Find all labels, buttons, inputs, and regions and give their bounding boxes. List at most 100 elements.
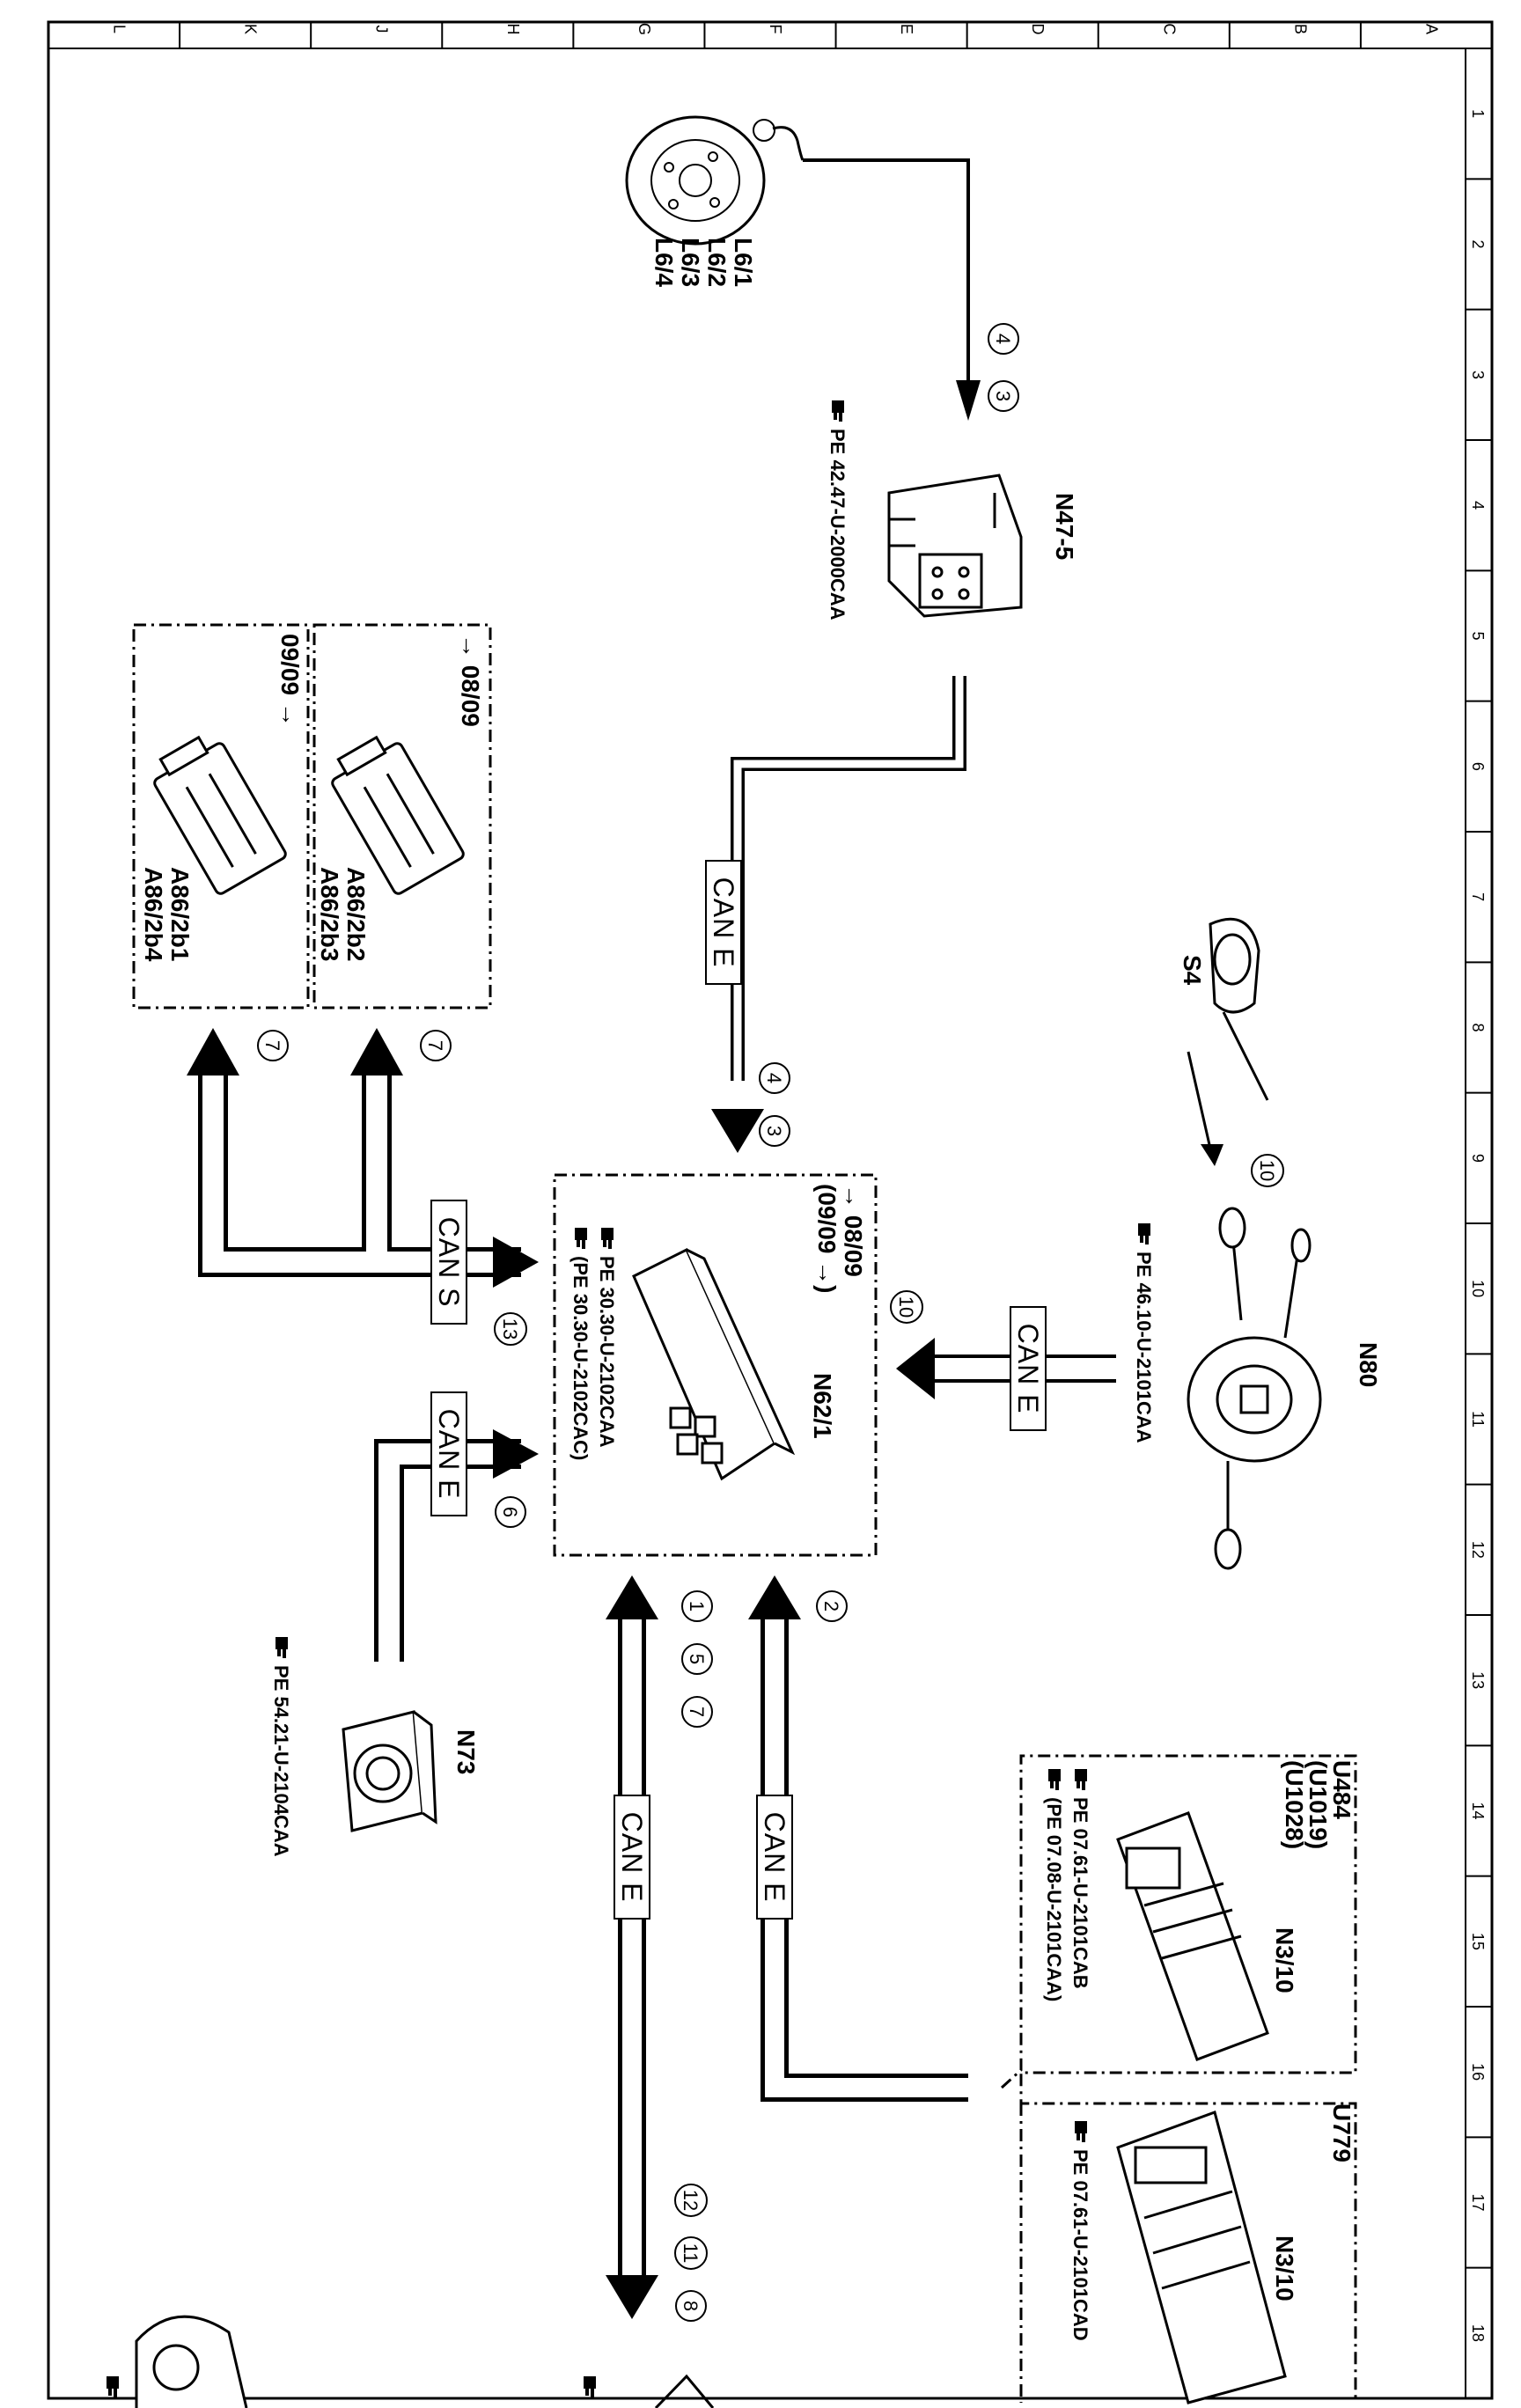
grid-column-label: H <box>504 24 522 35</box>
n47-5-label: N47-5 <box>1051 493 1078 560</box>
n3-10-b-name: N3/10 <box>1271 2235 1298 2302</box>
can-s-label: CAN S <box>430 1200 467 1325</box>
arrowheads <box>187 380 1223 2319</box>
svg-text:8: 8 <box>680 2301 702 2311</box>
hand-pointer-icon <box>575 1228 587 1249</box>
grid-column-label: K <box>242 24 260 34</box>
svg-text:L6/1: L6/1 <box>730 238 757 287</box>
svg-text:PE 30.30-U-2102CAA: PE 30.30-U-2102CAA <box>596 1256 618 1448</box>
a86-top-box <box>312 623 492 1009</box>
s4-switch-icon <box>1209 917 1269 1101</box>
svg-text:7: 7 <box>261 1040 283 1051</box>
grid-row-label: 6 <box>1469 762 1487 771</box>
svg-text:L6/4: L6/4 <box>650 238 678 287</box>
arrow-down-main <box>606 2275 658 2319</box>
arrow-up-main <box>606 1575 658 1619</box>
n62-1-module-icon <box>632 1247 796 1481</box>
n73-label: N73 <box>452 1729 480 1774</box>
svg-text:7: 7 <box>686 1707 708 1717</box>
arrow-s4 <box>1201 1144 1223 1166</box>
grid-column-label: B <box>1291 24 1309 34</box>
grid-row-label: 5 <box>1469 631 1487 640</box>
a86-bottom-box <box>132 623 310 1009</box>
grid-column-label: A <box>1422 24 1440 34</box>
svg-text:PE 07.61-U-2101CAB: PE 07.61-U-2101CAB <box>1069 1797 1091 1989</box>
grid-row-label: 4 <box>1469 501 1487 510</box>
n80-steering-column-module-icon <box>1187 1207 1322 1570</box>
svg-text:13: 13 <box>499 1318 521 1340</box>
can-e-label-main: CAN E <box>614 1795 650 1920</box>
arrow-to-n62-from-n73 <box>493 1429 539 1479</box>
n47-5-pe-ref: PE 42.47-U-2000CAA <box>827 400 849 620</box>
group-boxes <box>132 623 1357 2403</box>
n62-1-pe-ref-2: (PE 30.30-U-2102CAC) <box>569 1228 592 1460</box>
n3-10-a-code-2: (U1019) <box>1304 1760 1332 1849</box>
svg-text:4: 4 <box>992 334 1014 344</box>
a86-top-name-1: A86/2b2 <box>342 867 370 961</box>
n62-1-pe-ref-1: PE 30.30-U-2102CAA <box>596 1228 618 1448</box>
svg-text:6: 6 <box>499 1507 521 1517</box>
n3-10-a-code-3: (U1028) <box>1281 1760 1308 1849</box>
n3-10-ecu-icon-a <box>1116 1811 1269 2061</box>
n62-1-box <box>553 1173 878 1557</box>
bottom-pe-ref-partial-2 <box>584 2376 596 2397</box>
grid-row-label: 2 <box>1469 239 1487 248</box>
svg-text:12: 12 <box>680 2190 702 2211</box>
grid-row-label: 3 <box>1469 371 1487 379</box>
n73-ignition-switch-icon <box>342 1710 437 1832</box>
grid-row-label: 9 <box>1469 1154 1487 1163</box>
svg-text:CAN E: CAN E <box>1012 1324 1044 1414</box>
a86-top-name-2: A86/2b3 <box>316 867 343 961</box>
arrow-to-n62-top <box>711 1109 764 1153</box>
n3-10-a-pe-ref-1: PE 07.61-U-2101CAB <box>1069 1769 1091 1989</box>
grid-row-label: 12 <box>1469 1541 1487 1559</box>
svg-text:CAN E: CAN E <box>616 1812 648 1903</box>
arrow-up-n3-10 <box>748 1575 801 1619</box>
s4-label: S4 <box>1179 955 1206 986</box>
n62-1-date-1: → 08/09 <box>840 1184 867 1277</box>
n3-10-b-code: U779 <box>1328 2103 1356 2162</box>
svg-text:L6/3: L6/3 <box>677 238 704 287</box>
bottom-pe-ref-partial-1 <box>107 2376 119 2397</box>
n3-10-ecu-icon-b <box>1116 2111 1287 2404</box>
svg-text:CAN S: CAN S <box>433 1217 465 1308</box>
n80-label: N80 <box>1355 1342 1382 1387</box>
grid-row-label: 8 <box>1469 1023 1487 1031</box>
n3-10-a-code-1: U484 <box>1328 1760 1356 1819</box>
svg-text:5: 5 <box>686 1654 708 1664</box>
callouts: 4 3 4 3 10 10 7 7 13 6 1 5 7 2 12 11 8 <box>257 323 1284 2322</box>
frame-border <box>47 20 1494 2400</box>
hand-pointer-icon <box>1075 1769 1087 1790</box>
arrow-to-a86-top <box>350 1028 403 1076</box>
n3-10-bracket <box>1000 1754 1357 2403</box>
svg-text:10: 10 <box>895 1296 917 1318</box>
grid-row-label: 11 <box>1469 1411 1487 1428</box>
a86-top-date: → 08/09 <box>457 634 484 727</box>
svg-text:PE 46.10-U-2101CAA: PE 46.10-U-2101CAA <box>1133 1252 1155 1443</box>
grid-row-label: 7 <box>1469 892 1487 901</box>
hand-pointer-icon <box>1075 2121 1087 2142</box>
grid-row-label: 14 <box>1469 1802 1487 1819</box>
grid-column-label: F <box>767 25 784 34</box>
svg-text:(PE 07.08-U-2101CAA): (PE 07.08-U-2101CAA) <box>1043 1797 1065 2001</box>
arrow-to-a86-bottom <box>187 1028 239 1076</box>
grid-row-label: 13 <box>1469 1671 1487 1689</box>
n62-1-label: N62/1 <box>809 1373 836 1439</box>
svg-text:7: 7 <box>424 1040 446 1051</box>
grid-column-label: C <box>1160 24 1178 35</box>
svg-text:CAN E: CAN E <box>708 877 739 968</box>
grid-column-label: J <box>373 26 391 33</box>
svg-text:3: 3 <box>992 391 1014 401</box>
grid-column-label: D <box>1029 24 1047 35</box>
n3-10-a-pe-ref-2: (PE 07.08-U-2101CAA) <box>1043 1769 1065 2001</box>
can-e-bus-n47 <box>731 676 966 1081</box>
a86-module-top-icon <box>331 735 465 895</box>
svg-text:CAN E: CAN E <box>759 1812 790 1903</box>
svg-text:PE 54.21-U-2104CAA: PE 54.21-U-2104CAA <box>270 1665 292 1857</box>
grid-column-label: E <box>898 24 915 34</box>
svg-text:PE 42.47-U-2000CAA: PE 42.47-U-2000CAA <box>827 429 849 620</box>
n3-10-a-name: N3/10 <box>1271 1927 1298 1993</box>
instrument-cluster-partial-icon <box>135 2315 248 2408</box>
